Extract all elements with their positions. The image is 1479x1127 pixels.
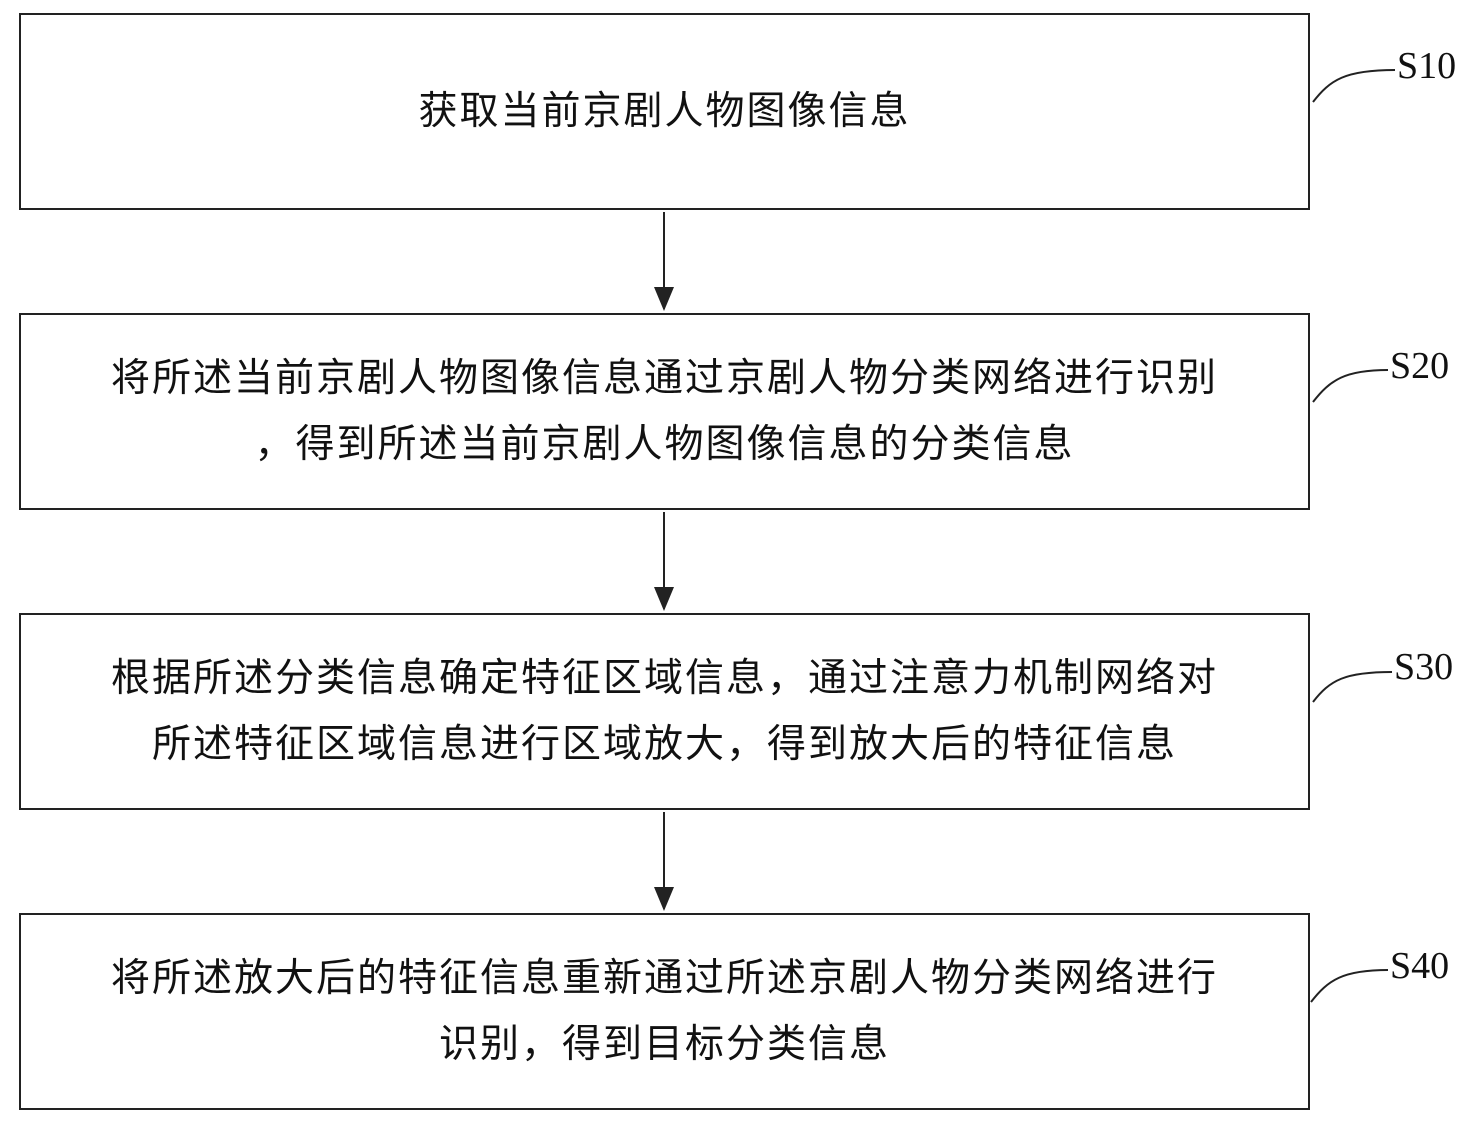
leader-s20 <box>1312 369 1389 403</box>
step-box-s40: 将所述放大后的特征信息重新通过所述京剧人物分类网络进行 识别，得到目标分类信息 <box>19 913 1310 1110</box>
label-leaders <box>1310 69 1396 1003</box>
leader-s30 <box>1312 671 1393 703</box>
arrowhead-s20 <box>654 287 674 311</box>
leader-s10 <box>1312 69 1396 103</box>
step-box-s30: 根据所述分类信息确定特征区域信息，通过注意力机制网络对 所述特征区域信息进行区域… <box>19 613 1310 810</box>
step-text-s10: 获取当前京剧人物图像信息 <box>418 88 911 134</box>
step-text-s30: 根据所述分类信息确定特征区域信息，通过注意力机制网络对 所述特征区域信息进行区域… <box>110 655 1218 767</box>
leader-s40 <box>1310 969 1389 1003</box>
step-box-s10: 获取当前京剧人物图像信息 <box>19 13 1310 210</box>
step-label-s20: S20 <box>1390 345 1450 387</box>
step-label-s30: S30 <box>1394 646 1454 688</box>
step-text-s40: 将所述放大后的特征信息重新通过所述京剧人物分类网络进行 识别，得到目标分类信息 <box>110 955 1218 1067</box>
step-label-s40: S40 <box>1390 945 1450 987</box>
flow-arrows <box>654 212 674 911</box>
step-box-s20: 将所述当前京剧人物图像信息通过京剧人物分类网络进行识别 ，得到所述当前京剧人物图… <box>19 313 1310 510</box>
step-label-s10: S10 <box>1397 45 1457 87</box>
step-text-s20: 将所述当前京剧人物图像信息通过京剧人物分类网络进行识别 ，得到所述当前京剧人物图… <box>110 355 1218 467</box>
arrowhead-s40 <box>654 887 674 911</box>
arrowhead-s30 <box>654 587 674 611</box>
